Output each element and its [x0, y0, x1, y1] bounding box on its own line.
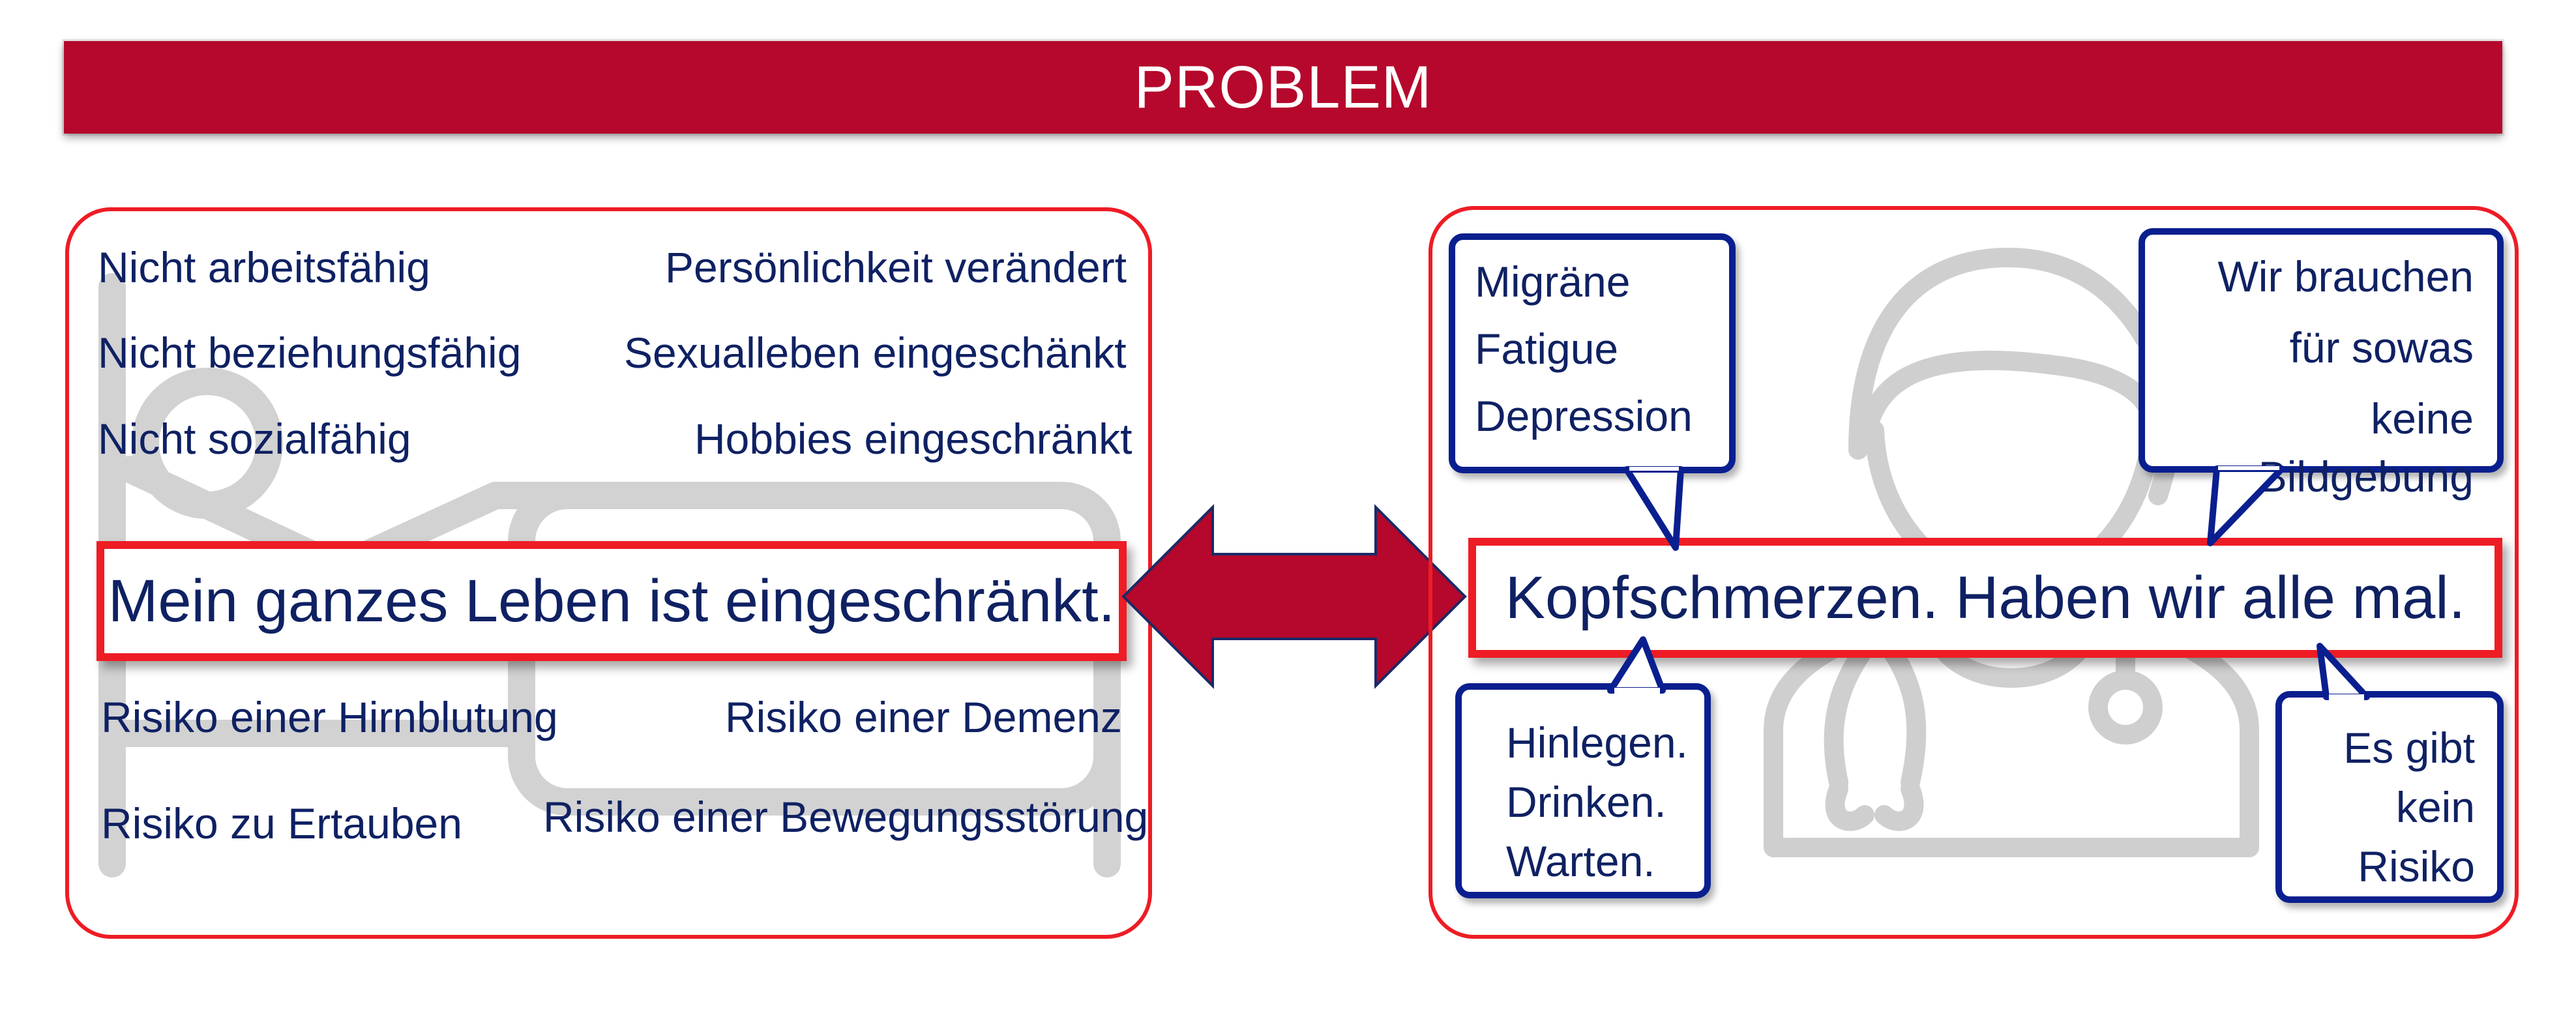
bubble-line: für sowas	[2289, 323, 2474, 372]
bubble-line: Warten.	[1506, 837, 1655, 886]
problem-banner: PROBLEM	[64, 41, 2502, 134]
speech-bubble-imaging: Wir brauchen für sowas keine Bildgebung	[2139, 228, 2504, 501]
bubble-line: Depression	[1475, 392, 1693, 441]
speech-bubble-advice: Hinlegen. Drinken. Warten.	[1455, 683, 1711, 898]
bubble-line: Drinken.	[1506, 778, 1666, 827]
speech-bubble-symptoms: Migräne Fatigue Depression	[1449, 233, 1736, 473]
bubble-line: Risiko	[2358, 842, 2475, 891]
risk-deafness: Risiko zu Ertauben	[101, 799, 462, 848]
impact-hobbies-limited: Hobbies eingeschränkt	[694, 415, 1133, 463]
risk-dementia: Risiko einer Demenz	[725, 693, 1122, 741]
bubble-tail	[1623, 466, 1684, 551]
bubble-line: Migräne	[1475, 258, 1631, 306]
risk-movement-disorder: Risiko einer Bewegungsstörung	[543, 793, 1149, 841]
impact-not-relationship-able: Nicht beziehungsfähig	[98, 329, 522, 377]
impact-not-work-able: Nicht arbeitsfähig	[98, 243, 430, 291]
banner-title: PROBLEM	[1134, 53, 1432, 121]
bubble-line: Es gibt	[2343, 724, 2475, 772]
impact-sex-life-limited: Sexualleben eingeschänkt	[624, 329, 1127, 377]
bubble-tail	[2207, 465, 2285, 546]
bubble-tail	[2317, 643, 2370, 702]
bubble-line: Wir brauchen	[2217, 252, 2474, 301]
patient-statement: Mein ganzes Leben ist eingeschränkt.	[108, 567, 1116, 634]
impact-personality-changed: Persönlichkeit verändert	[665, 243, 1127, 291]
physician-statement-box: Kopfschmerzen. Haben wir alle mal.	[1468, 538, 2502, 658]
bubble-line: Hinlegen.	[1506, 718, 1688, 767]
double-arrow-icon	[1121, 504, 1467, 689]
bubble-tail	[1607, 636, 1666, 696]
risk-brain-bleed: Risiko einer Hirnblutung	[101, 693, 558, 741]
speech-bubble-risk: Es gibt kein Risiko	[2275, 691, 2504, 903]
patient-statement-box: Mein ganzes Leben ist eingeschränkt.	[96, 541, 1127, 661]
impact-not-social: Nicht sozialfähig	[98, 415, 411, 463]
physician-perspective-panel	[1429, 206, 2519, 939]
bubble-line: kein	[2395, 783, 2475, 832]
physician-statement: Kopfschmerzen. Haben wir alle mal.	[1505, 564, 2466, 631]
bubble-line: Fatigue	[1475, 325, 1619, 374]
bubble-line: keine Bildgebung	[2258, 394, 2474, 501]
